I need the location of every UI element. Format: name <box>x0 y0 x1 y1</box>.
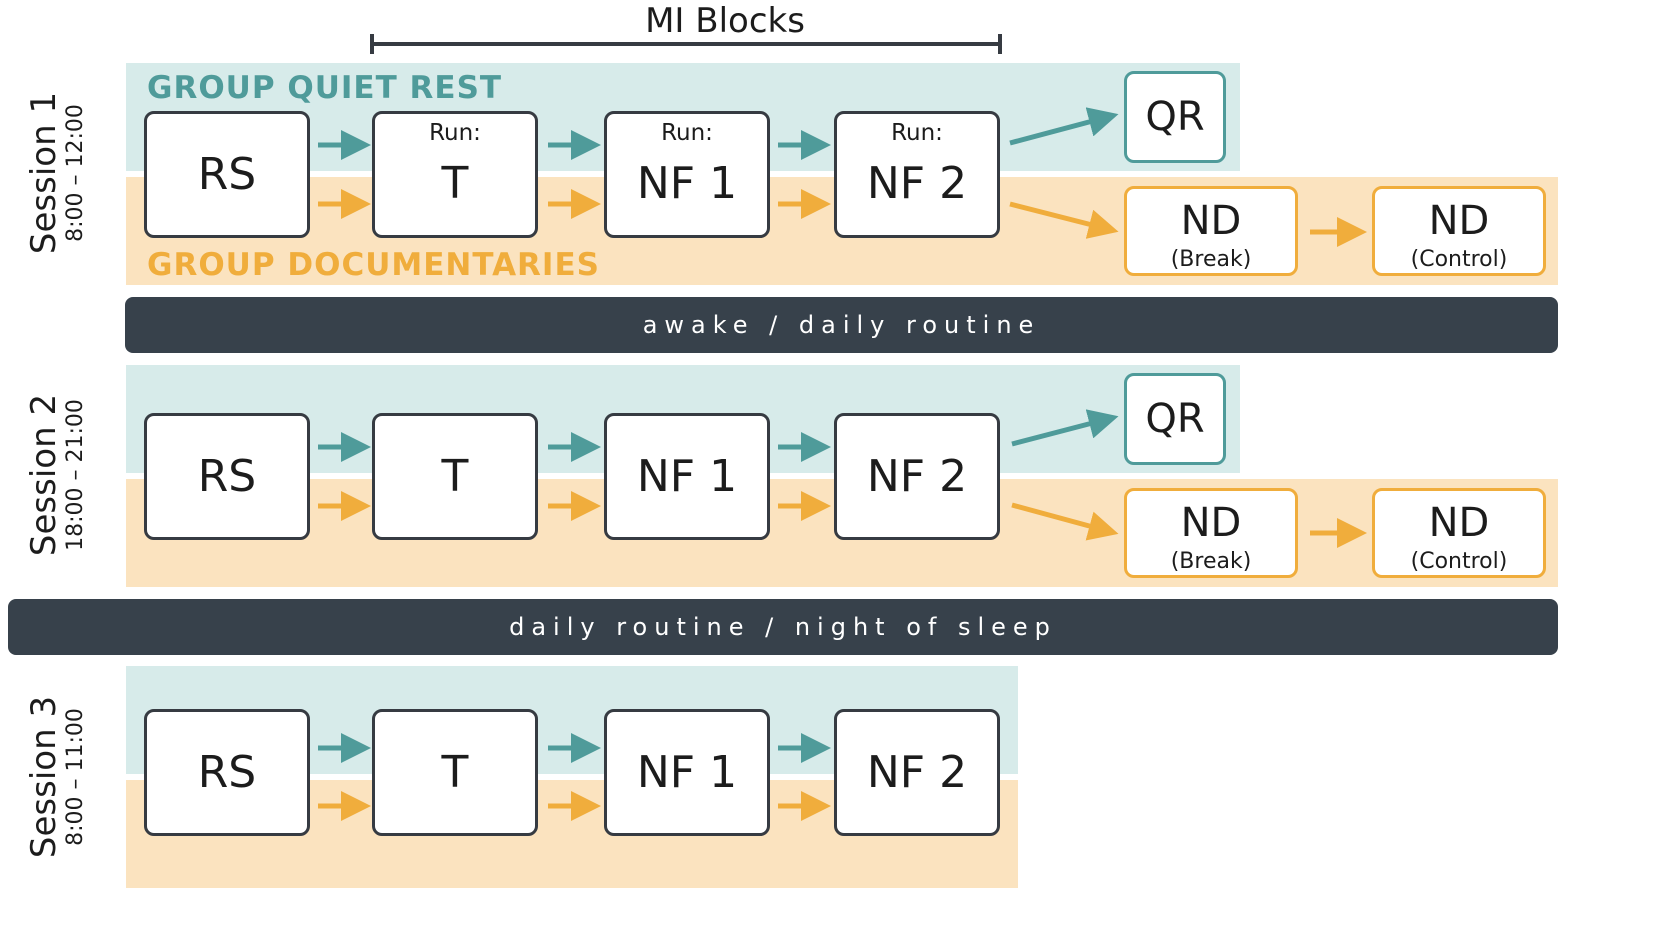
arrow-teal <box>1009 107 1119 146</box>
nf2-label: NF 2 <box>866 158 968 210</box>
session3-t-block: T <box>372 709 538 836</box>
session3-nf1-block: NF 1 <box>604 709 770 836</box>
mi-blocks-label: MI Blocks <box>645 1 805 41</box>
nd-label: ND <box>1428 500 1490 546</box>
t-label: T <box>441 746 469 798</box>
rs-label: RS <box>197 746 257 798</box>
session1-nd-control-block: ND (Control) <box>1372 186 1546 276</box>
nd-label: ND <box>1180 198 1242 244</box>
separator-awake-daily-routine: awake / daily routine <box>125 297 1558 353</box>
mi-blocks-bracket-right <box>998 34 1002 54</box>
session2-qr-block: QR <box>1124 373 1226 465</box>
session2-nd-break-block: ND (Break) <box>1124 488 1298 578</box>
arrow-teal <box>1011 409 1119 447</box>
control-label: (Control) <box>1410 247 1508 272</box>
mi-blocks-bracket-left <box>370 34 374 54</box>
session2-rs-block: RS <box>144 413 310 540</box>
nd-label: ND <box>1428 198 1490 244</box>
nf2-label: NF 2 <box>866 746 968 798</box>
break-label: (Break) <box>1170 247 1252 272</box>
session1-nf2-block: Run: NF 2 <box>834 111 1000 238</box>
qr-label: QR <box>1145 94 1205 140</box>
session2-t-block: T <box>372 413 538 540</box>
t-label: T <box>441 158 469 210</box>
session1-t-block: Run: T <box>372 111 538 238</box>
separator-daily-routine-night-of-sleep: daily routine / night of sleep <box>8 599 1558 655</box>
run-label: Run: <box>429 120 481 146</box>
qr-label: QR <box>1145 396 1205 442</box>
session1-nf1-block: Run: NF 1 <box>604 111 770 238</box>
nf1-label: NF 1 <box>636 450 738 502</box>
rs-label: RS <box>197 450 257 502</box>
arrow-orange <box>1009 201 1119 239</box>
mi-blocks-bracket <box>370 42 1002 46</box>
break-label: (Break) <box>1170 549 1252 574</box>
session2-nd-control-block: ND (Control) <box>1372 488 1546 578</box>
rs-label: RS <box>197 148 257 200</box>
nf1-label: NF 1 <box>636 746 738 798</box>
run-label: Run: <box>891 120 943 146</box>
run-label: Run: <box>661 120 713 146</box>
t-label: T <box>441 450 469 502</box>
nf2-label: NF 2 <box>866 450 968 502</box>
session1-qr-block: QR <box>1124 71 1226 163</box>
session1-rs-block: RS <box>144 111 310 238</box>
arrow-orange <box>1011 502 1119 541</box>
session2-nf1-block: NF 1 <box>604 413 770 540</box>
nf1-label: NF 1 <box>636 158 738 210</box>
group-documentaries-label: GROUP DOCUMENTARIES <box>147 247 600 283</box>
session3-nf2-block: NF 2 <box>834 709 1000 836</box>
session3-rs-block: RS <box>144 709 310 836</box>
group-quiet-rest-label: GROUP QUIET REST <box>147 70 503 106</box>
nd-label: ND <box>1180 500 1242 546</box>
session2-nf2-block: NF 2 <box>834 413 1000 540</box>
session1-nd-break-block: ND (Break) <box>1124 186 1298 276</box>
control-label: (Control) <box>1410 549 1508 574</box>
